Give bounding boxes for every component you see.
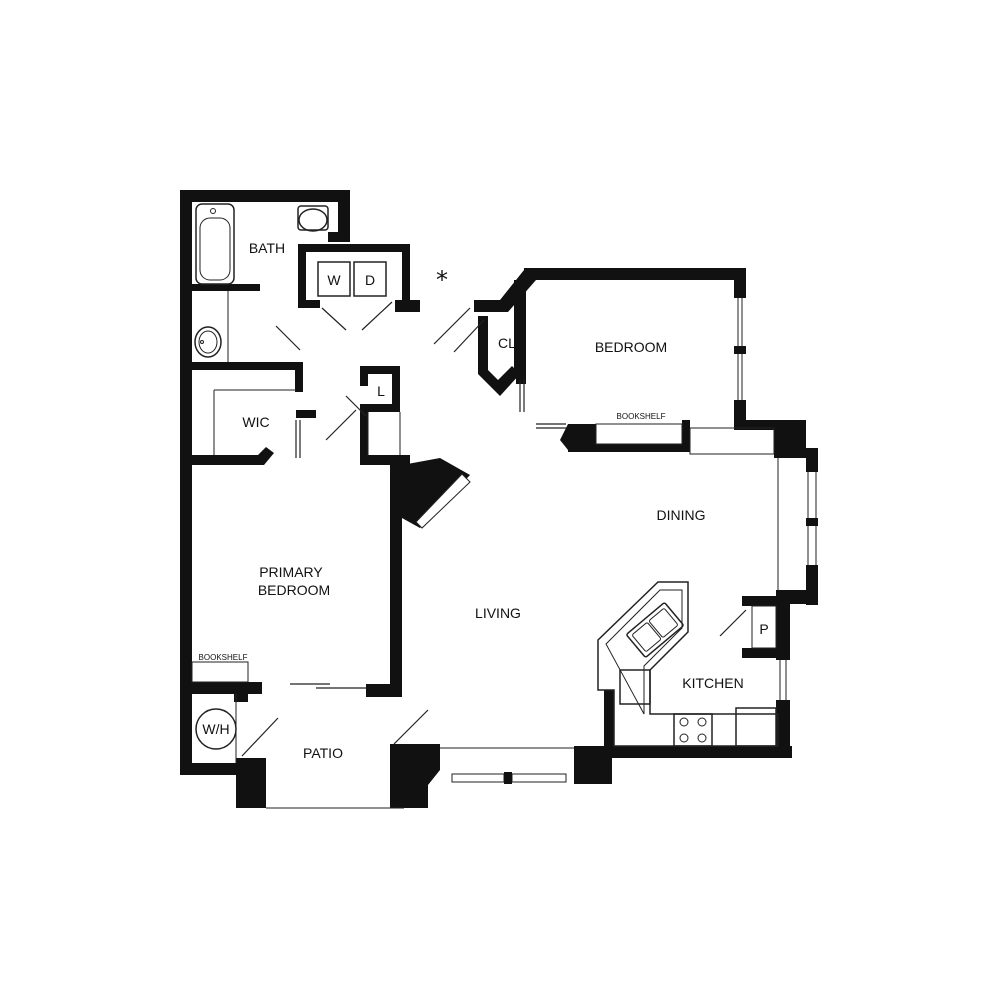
label-bath: BATH [249,240,285,256]
fridge-icon [735,707,777,747]
label-kitchen: KITCHEN [682,675,743,691]
bathtub-icon [195,203,235,285]
walls [180,190,818,808]
label-primary-bedroom-line2: BEDROOM [258,582,330,598]
label-patio: PATIO [303,745,343,761]
label-dryer: D [365,272,375,288]
label-wic: WIC [242,414,269,430]
label-linen: L [377,383,385,399]
label-water-heater: W/H [202,721,229,737]
label-living: LIVING [475,605,521,621]
label-bedroom: BEDROOM [595,339,667,355]
label-pantry: P [759,621,768,637]
fixtures [191,203,817,809]
toilet-icon [297,205,329,232]
label-dining: DINING [657,507,706,523]
sink-icon [194,326,222,358]
dryer-icon [353,261,387,297]
stove-icon [673,713,713,747]
label-closet: CL [498,335,516,351]
washer-icon [317,261,351,297]
marker-asterisk: * [436,266,448,294]
label-primary-bedroom-line1: PRIMARY [259,564,323,580]
kitchen-sink-icon [626,602,684,658]
bookshelf-primary [191,661,249,683]
label-washer: W [327,272,341,288]
bookshelf-bedroom [595,423,683,445]
label-bookshelf-primary: BOOKSHELF [199,653,248,662]
room-labels: BATH W D * CL BEDROOM BOOKSHELF L WIC DI… [199,240,769,761]
label-bookshelf-bedroom: BOOKSHELF [617,412,666,421]
doors [241,301,747,757]
